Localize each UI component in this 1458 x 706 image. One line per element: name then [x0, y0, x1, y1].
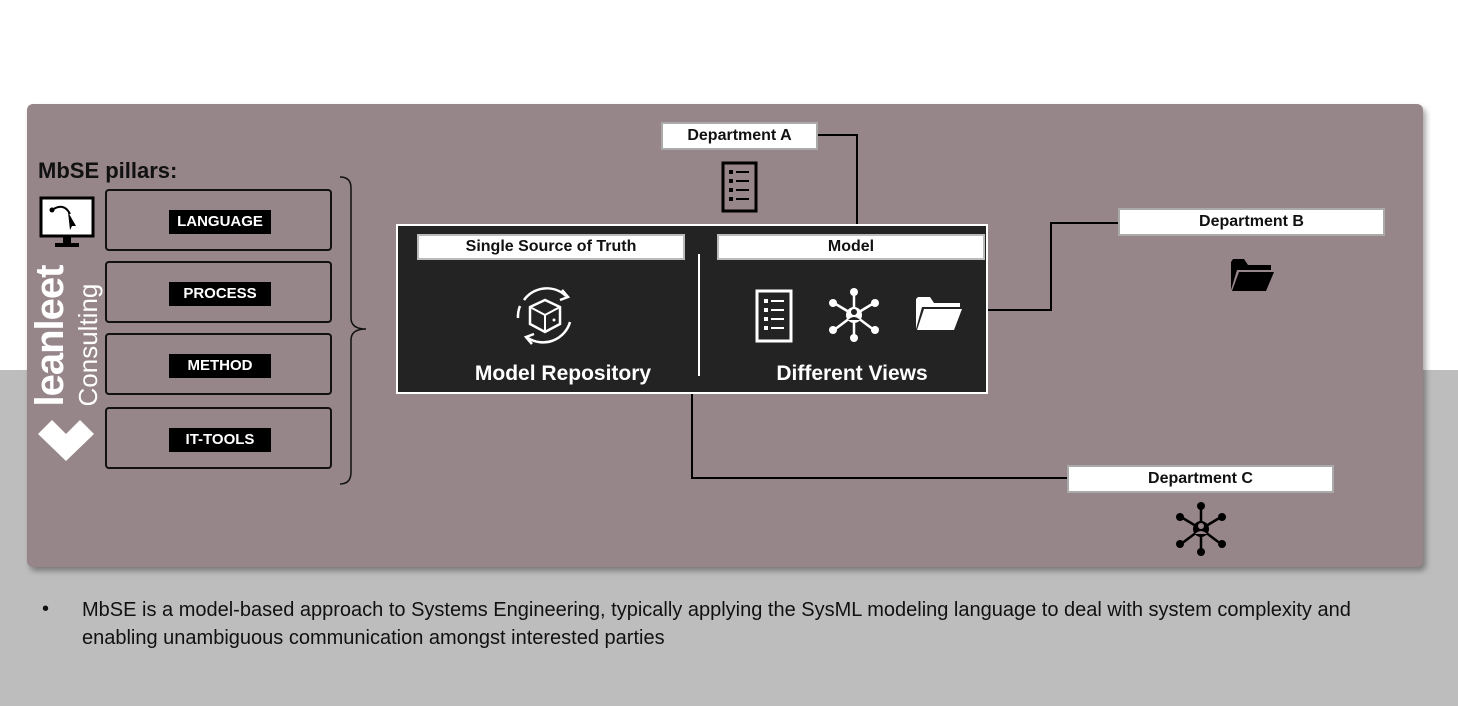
description-bullet: MbSE is a model-based approach to System…	[82, 599, 1351, 649]
department-c: Department C	[1067, 465, 1334, 493]
bullet-marker: •	[42, 598, 50, 620]
department-c-network-icon	[1176, 502, 1226, 556]
model-repository-label: Model Repository	[474, 362, 652, 385]
open-folder-icon	[916, 297, 962, 330]
different-views-label: Different Views	[776, 362, 928, 385]
department-b-folder-icon	[1231, 259, 1274, 291]
single-source-header: Single Source of Truth	[417, 234, 685, 260]
pillar-language: LANGUAGE	[105, 189, 332, 251]
list-document-icon	[755, 289, 793, 343]
logo-wordmark: leanleet Consulting	[28, 266, 104, 407]
department-a-list-icon	[721, 161, 758, 213]
logo-name: leanleet	[28, 265, 72, 407]
pillar-process: PROCESS	[105, 261, 332, 323]
logo-heart-icon	[38, 420, 94, 461]
pillar-label-it-tools: IT-TOOLS	[169, 428, 271, 452]
department-b: Department B	[1118, 208, 1385, 236]
pillar-label-method: METHOD	[169, 354, 271, 378]
pillar-method: METHOD	[105, 333, 332, 395]
central-divider	[698, 254, 700, 376]
pillar-label-language: LANGUAGE	[169, 210, 271, 234]
model-header: Model	[717, 234, 985, 260]
logo-subtitle: Consulting	[73, 283, 103, 407]
pillar-it-tools: IT-TOOLS	[105, 407, 332, 469]
department-a: Department A	[661, 122, 818, 150]
pillars-title: MbSE pillars:	[38, 158, 178, 183]
pillar-label-process: PROCESS	[169, 282, 271, 306]
monitor-pen-icon	[39, 196, 95, 247]
central-model-box: Single Source of Truth Model Model Repos…	[396, 224, 988, 394]
network-hub-icon	[829, 288, 879, 342]
package-sync-icon	[516, 287, 572, 345]
